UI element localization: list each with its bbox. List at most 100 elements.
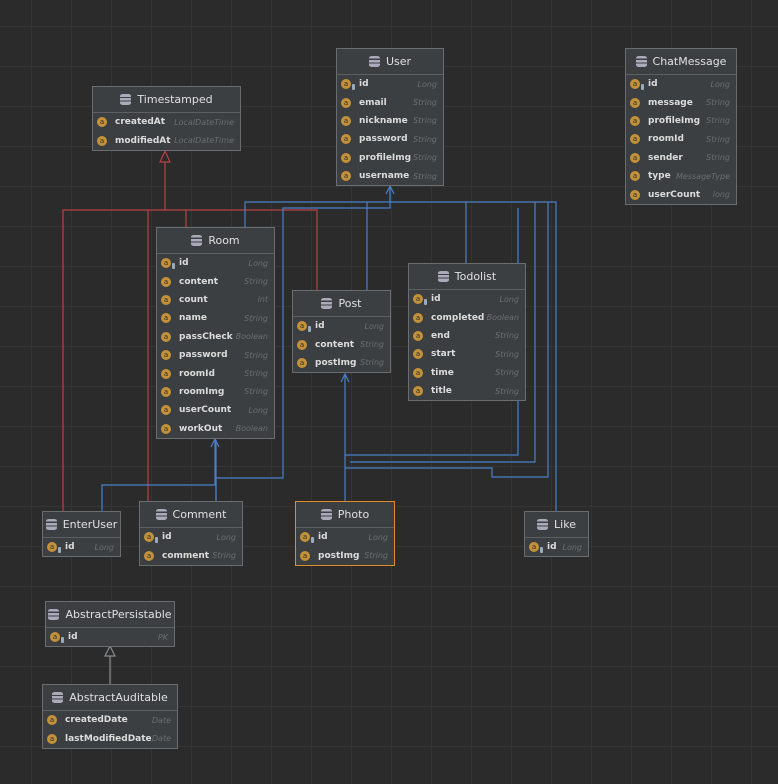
entity-title: Like	[554, 518, 576, 531]
database-table-icon	[320, 509, 332, 520]
field-type: String	[413, 116, 437, 126]
field-name: userCount	[179, 405, 232, 416]
field-icon: a	[161, 294, 171, 305]
field-icon: a	[630, 152, 640, 163]
database-table-icon	[45, 519, 57, 530]
field-icon: a	[630, 97, 640, 108]
field-name: profileImg	[648, 115, 701, 126]
field-icon: a	[341, 97, 351, 108]
field-name: nickname	[359, 115, 408, 126]
primary-key-field-icon: a	[413, 294, 427, 306]
entity-title: AbstractAuditable	[69, 691, 168, 704]
field-type: int	[257, 295, 268, 305]
primary-key-field-icon: a	[144, 532, 158, 544]
database-table-icon	[537, 519, 549, 530]
field-type: String	[360, 340, 384, 350]
field-icon: a	[413, 312, 423, 323]
entity-title: EnterUser	[62, 518, 118, 531]
field-type: String	[244, 387, 268, 397]
field-icon: a	[161, 350, 171, 361]
field-type: MessageType	[676, 171, 730, 181]
field-type: String	[413, 134, 437, 144]
field-type: String	[413, 98, 437, 108]
field-name: name	[179, 313, 207, 324]
entity-title: ChatMessage	[652, 55, 727, 68]
field-icon: a	[341, 134, 351, 145]
field-icon: a	[297, 339, 307, 350]
field-icon: a	[161, 386, 171, 397]
field-row[interactable]: a roomImg String	[157, 383, 274, 401]
field-icon: a	[97, 135, 107, 146]
field-name: password	[179, 350, 228, 361]
field-type: Boolean	[235, 424, 268, 434]
field-name: id	[318, 532, 328, 543]
field-icon: a	[97, 117, 107, 128]
field-name: id	[359, 79, 369, 90]
entity-header: Post	[293, 291, 390, 317]
field-type: PK	[157, 632, 168, 642]
field-name: comment	[162, 550, 210, 561]
entity-title: Post	[338, 297, 362, 310]
field-name: roomImg	[179, 386, 225, 397]
field-type: LocalDateTime	[174, 136, 234, 146]
field-type: Long	[710, 79, 731, 89]
entity-title: AbstractPersistable	[65, 608, 172, 621]
field-type: LocalDateTime	[174, 117, 234, 127]
field-type: String	[706, 134, 730, 144]
